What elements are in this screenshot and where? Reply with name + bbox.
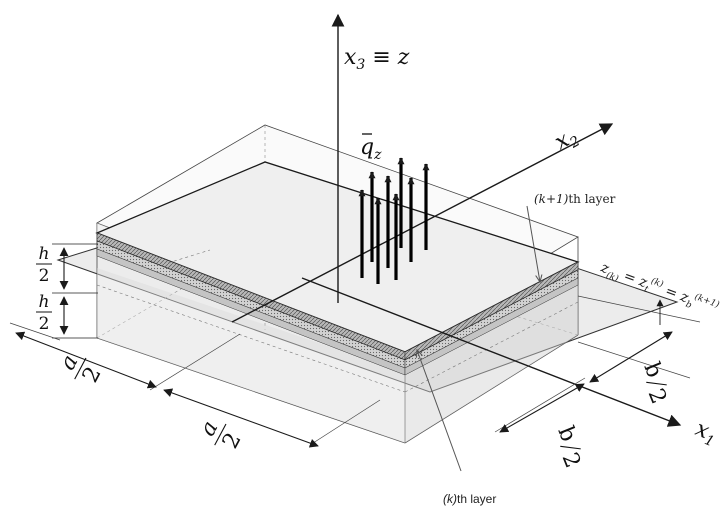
leader-k (417, 350, 462, 472)
x1-axis (301, 277, 682, 427)
b-half-label-1: b 2 (552, 423, 585, 472)
b-half-label-2: b 2 (638, 359, 671, 408)
b-half-dim-1 (499, 383, 585, 433)
axes (231, 13, 682, 427)
svg-text:h: h (39, 244, 50, 264)
x2-axis (231, 123, 614, 323)
h-half-upper-label: h 2 (36, 244, 52, 286)
svg-text:2: 2 (39, 314, 50, 334)
svg-text:2: 2 (557, 449, 585, 471)
x1-axis-label: x1 (691, 416, 721, 450)
x2-axis-label: x2 (551, 123, 584, 158)
svg-text:2: 2 (39, 266, 50, 286)
svg-text:2: 2 (643, 385, 671, 407)
distributed-load-arrows (358, 157, 430, 284)
x3-axis-label: x3 ≡ z (344, 45, 410, 73)
a-half-label-2: a 2 (195, 417, 247, 453)
a-half-dim-2 (163, 388, 319, 448)
leader-lines (417, 205, 540, 472)
svg-text:b: b (552, 423, 580, 445)
svg-text:h: h (39, 292, 50, 312)
lower-layer-label: (k)th layer (443, 492, 496, 506)
a-half-label-1: a 2 (55, 351, 106, 387)
load-label: qz (360, 135, 382, 163)
plate-body (56, 124, 679, 444)
b-half-dim-2 (589, 331, 673, 383)
dimensions (9, 243, 701, 448)
leader-k-plus-1 (526, 205, 540, 282)
h-half-lower-label: h 2 (36, 292, 52, 334)
svg-text:2: 2 (218, 429, 247, 453)
a-half-dim-1 (15, 331, 157, 389)
upper-layer-label: (k+1)th layer (534, 192, 616, 206)
svg-text:b: b (638, 359, 666, 381)
